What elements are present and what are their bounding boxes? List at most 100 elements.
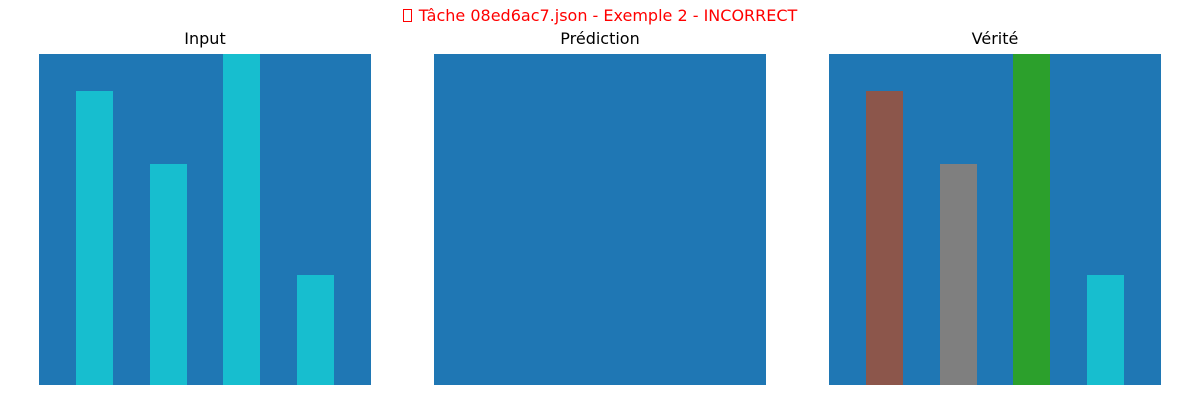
grid-cell (1050, 274, 1088, 312)
grid-cell (939, 237, 977, 275)
grid-cell (470, 274, 508, 312)
grid-cell (186, 164, 224, 202)
grid-cell (581, 164, 619, 202)
grid-cell (618, 274, 656, 312)
grid-cell (865, 127, 903, 165)
grid-cell (149, 274, 187, 312)
grid-cell (507, 54, 545, 91)
grid-cell (655, 274, 693, 312)
grid-cell (692, 237, 730, 275)
grid-cell (865, 311, 903, 349)
grid-cell (1087, 54, 1125, 91)
grid-cell (865, 201, 903, 238)
grid-cell (1013, 201, 1051, 238)
grid-cell (692, 90, 730, 128)
grid-cell (544, 237, 582, 275)
grid-cell (334, 348, 371, 385)
grid-cell (434, 54, 471, 91)
grid-cell (1013, 90, 1051, 128)
grid-cell (729, 164, 766, 202)
grid-cell (829, 54, 866, 91)
grid-cell (729, 274, 766, 312)
grid-cell (976, 311, 1014, 349)
grid-cell (297, 90, 335, 128)
grid-cell (260, 201, 298, 238)
grid-cell (692, 274, 730, 312)
grid-cell (1087, 311, 1125, 349)
grid-cell (434, 201, 471, 238)
grid-cell (186, 311, 224, 349)
grid-cell (260, 90, 298, 128)
grid-cell (1050, 311, 1088, 349)
grid-cell (186, 348, 224, 385)
figure-title: Tâche 08ed6ac7.json - Exemple 2 - INCORR… (0, 5, 1200, 27)
grid-cell (618, 90, 656, 128)
grid-cell (507, 90, 545, 128)
grid-cell (902, 311, 940, 349)
grid-cell (729, 90, 766, 128)
grid-cell (829, 237, 866, 275)
grid-cell (39, 90, 76, 128)
grid-cell (1087, 201, 1125, 238)
grid-cell (581, 201, 619, 238)
grid-cell (149, 348, 187, 385)
grid-cell (1013, 237, 1051, 275)
grid-cell (976, 237, 1014, 275)
grid-cell (75, 127, 113, 165)
grid-cell (581, 90, 619, 128)
grid-cell (618, 348, 656, 385)
grid-cell (865, 274, 903, 312)
grid-cell (507, 127, 545, 165)
grid-cell (112, 348, 150, 385)
grid-cell (865, 164, 903, 202)
grid-cell (1087, 348, 1125, 385)
grid-cell (334, 127, 371, 165)
grid-cell (260, 54, 298, 91)
grid-cell (1124, 164, 1161, 202)
grid-cell (1013, 348, 1051, 385)
grid-cell (39, 274, 76, 312)
grid-cell (39, 311, 76, 349)
grid-cell (1124, 127, 1161, 165)
grid-cell (902, 348, 940, 385)
grid-cell (729, 311, 766, 349)
grid-cell (112, 54, 150, 91)
grid-cell (865, 54, 903, 91)
grid-cell (544, 201, 582, 238)
grid-cell (655, 54, 693, 91)
grid-cell (223, 54, 261, 91)
grid-cell (544, 311, 582, 349)
grid-cell (297, 274, 335, 312)
grid-cell (334, 164, 371, 202)
grid-cell (1013, 274, 1051, 312)
grid-cell (618, 54, 656, 91)
grid-cell (470, 54, 508, 91)
grid-cell (829, 348, 866, 385)
grid-cell (75, 237, 113, 275)
grid-cell (223, 201, 261, 238)
grid-cell (260, 311, 298, 349)
grid-cell (334, 54, 371, 91)
grid-cell (829, 311, 866, 349)
grid-cell (223, 348, 261, 385)
grid-cell (581, 348, 619, 385)
grid-cell (434, 237, 471, 275)
grid-cell (1050, 54, 1088, 91)
grid-cell (902, 237, 940, 275)
grid-cell (1124, 201, 1161, 238)
grid-cell (976, 201, 1014, 238)
grid-cell (865, 348, 903, 385)
grid-cell (692, 54, 730, 91)
grid-cell (223, 311, 261, 349)
grid-cell (692, 127, 730, 165)
grid-cell (1124, 274, 1161, 312)
grid-cell (297, 311, 335, 349)
grid-cell (75, 201, 113, 238)
grid-cell (1050, 164, 1088, 202)
missing-glyph-icon (402, 9, 412, 22)
grid-cell (39, 164, 76, 202)
grid-cell (1087, 90, 1125, 128)
grid-cell (581, 274, 619, 312)
grid-cell (655, 311, 693, 349)
